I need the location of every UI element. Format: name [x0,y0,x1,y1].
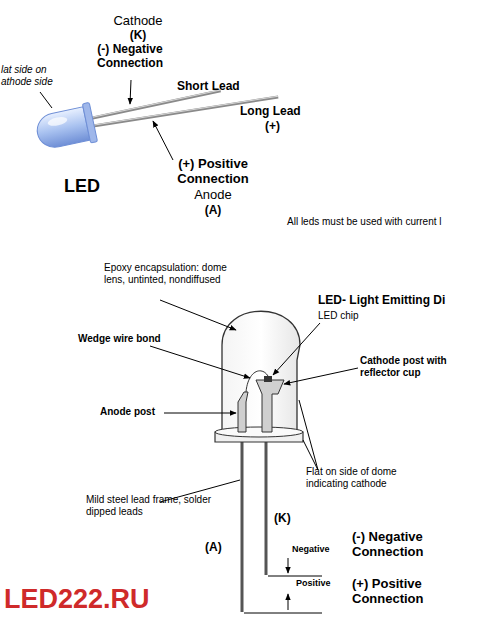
part-name: Flat on side of dome indicating cathode [306,466,426,489]
part-name: Wedge wire bond [78,333,161,345]
pin-label: Positive [296,578,331,588]
pin-name: (K) [274,512,291,526]
pin-name: (A) [173,204,253,218]
part-name: Mild steel lead frame, solder dipped lea… [86,494,216,517]
pin-label: (-) Negative Connection [80,43,180,71]
pin-name: (+) [265,120,280,134]
note-text: All leds must be used with current l [287,216,442,228]
pin-label: Negative [292,544,330,554]
part-name: Short Lead [177,80,240,94]
pin-name: (A) [205,541,222,555]
part-name: Epoxy encapsulation: dome lens, untinted… [104,262,229,285]
part-name: Cathode [98,14,178,29]
part-name: LED chip [318,310,359,322]
note-text: lat side on athode side [1,64,63,87]
part-name: Anode [173,188,253,203]
figure-title: LED [64,176,100,197]
part-name: Anode post [100,406,155,418]
pin-label: (-) Negative Connection [352,530,462,560]
part-name: Cathode post with reflector cup [360,355,470,378]
pin-label: (+) Positive Connection [352,577,462,607]
pin-label: (+) Positive Connection [163,157,263,187]
part-name: Long Lead [240,105,301,119]
figure-title: LED- Light Emitting Di [318,294,445,308]
pin-name: (K) [98,29,178,43]
watermark: LED222.RU [4,584,150,615]
